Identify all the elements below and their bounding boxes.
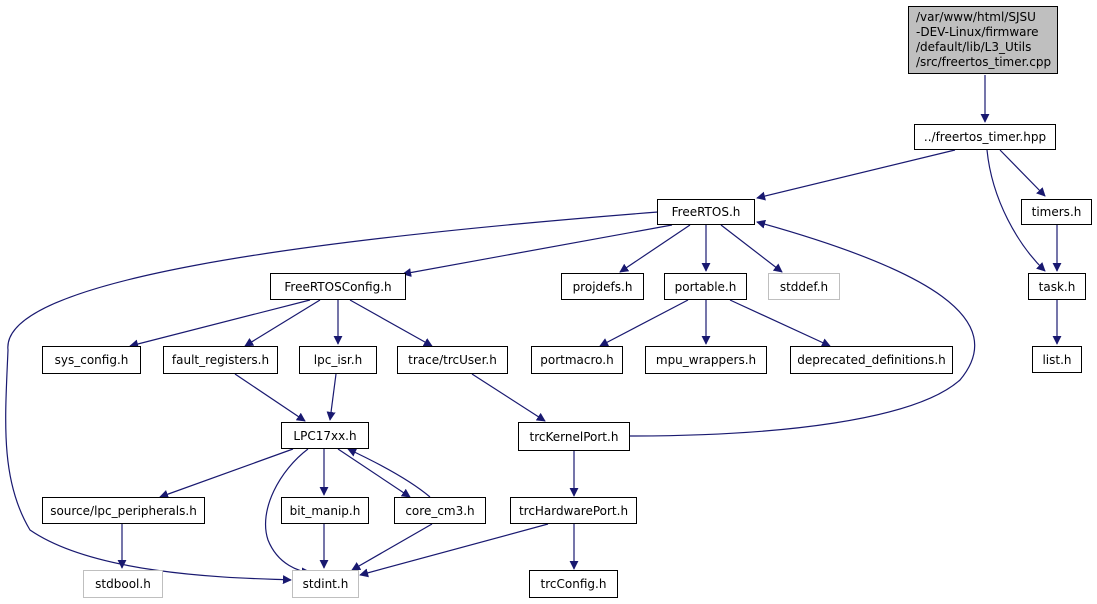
edge-config-to-fault-registers-h (244, 299, 321, 347)
node-lpc-peripherals-h[interactable]: source/lpc_peripherals.h (42, 497, 205, 524)
node-stdbool-h: stdbool.h (83, 570, 163, 598)
node-mpu-wrappers-h[interactable]: mpu_wrappers.h (645, 346, 767, 374)
node-sys-config-h[interactable]: sys_config.h (42, 346, 141, 374)
edge-lpc17xx-h-to-stdint-h (264, 448, 311, 577)
edge-fault-registers-h-to-lpc17xx-h (234, 373, 306, 422)
node-trcuser-h[interactable]: trace/trcUser.h (397, 346, 508, 374)
edge-freertos-h-to-stddef-h (720, 224, 783, 273)
edge-trckernelport-h-to-freertos-h (629, 219, 976, 437)
edge-lpc-isr-h-to-lpc17xx-h (326, 373, 337, 421)
node-trchardwareport-h[interactable]: trcHardwarePort.h (510, 497, 637, 524)
edge-portable-h-to-portmacro-h (599, 299, 689, 347)
edge-core-cm3-h-to-lpc17xx-h (347, 448, 431, 498)
edge-portable-h-to-deprecated-definitions-h (729, 299, 831, 347)
node-fault-registers-h[interactable]: fault_registers.h (163, 346, 278, 374)
node-projdefs-h[interactable]: projdefs.h (561, 273, 644, 300)
node-lpc17xx-h[interactable]: LPC17xx.h (281, 422, 369, 449)
root-line-4: /src/freertos_timer.cpp (916, 55, 1052, 69)
root-line-3: /default/lib/L3_Utils (916, 40, 1032, 54)
edge-trcuser-h-to-trckernelport-h (471, 373, 546, 422)
node-freertosconfig-h[interactable]: FreeRTOSConfig.h (270, 273, 406, 300)
node-deprecated-definitions-h[interactable]: deprecated_definitions.h (790, 346, 953, 374)
edge-lpc17xx-h-to-core-cm3-h (337, 448, 411, 498)
edge-freertos-h-to-freertosconfig-h (402, 224, 673, 277)
node-freertos-timer-hpp[interactable]: ../freertos_timer.hpp (914, 124, 1056, 150)
edge-hpp-to-task-h (986, 149, 1046, 272)
node-lpc-isr-h[interactable]: lpc_isr.h (299, 346, 377, 374)
node-stddef-h: stddef.h (768, 273, 840, 300)
node-portable-h[interactable]: portable.h (664, 273, 747, 300)
edge-freertos-h-to-stdint-h (5, 211, 659, 585)
edge-trchardwareport-h-to-stdint-h (359, 523, 549, 578)
node-list-h[interactable]: list.h (1032, 346, 1082, 373)
node-portmacro-h[interactable]: portmacro.h (531, 346, 623, 374)
edge-hpp-to-timers-h (999, 149, 1046, 197)
edge-lpc17xx-h-to-lpc-peripherals-h (159, 448, 294, 499)
node-core-cm3-h[interactable]: core_cm3.h (394, 497, 486, 524)
edge-hpp-to-freertos-h (756, 149, 956, 201)
edge-config-to-trcuser-h (349, 299, 433, 347)
node-stdint-h: stdint.h (292, 570, 359, 598)
node-task-h[interactable]: task.h (1028, 273, 1086, 300)
node-trcconfig-h[interactable]: trcConfig.h (529, 570, 618, 598)
node-bit-manip-h[interactable]: bit_manip.h (281, 497, 369, 524)
root-line-1: /var/www/html/SJSU (916, 10, 1036, 24)
edge-freertos-h-to-projdefs-h (619, 224, 691, 273)
node-freertos-h[interactable]: FreeRTOS.h (657, 199, 755, 225)
node-timers-h[interactable]: timers.h (1021, 199, 1092, 225)
root-line-2: -DEV-Linux/firmware (916, 25, 1039, 39)
edge-core-cm3-h-to-stdint-h (351, 523, 433, 571)
edge-config-to-sys-config-h (129, 299, 311, 349)
node-trckernelport-h[interactable]: trcKernelPort.h (518, 422, 630, 451)
root-file-node[interactable]: /var/www/html/SJSU -DEV-Linux/firmware /… (908, 6, 1058, 74)
